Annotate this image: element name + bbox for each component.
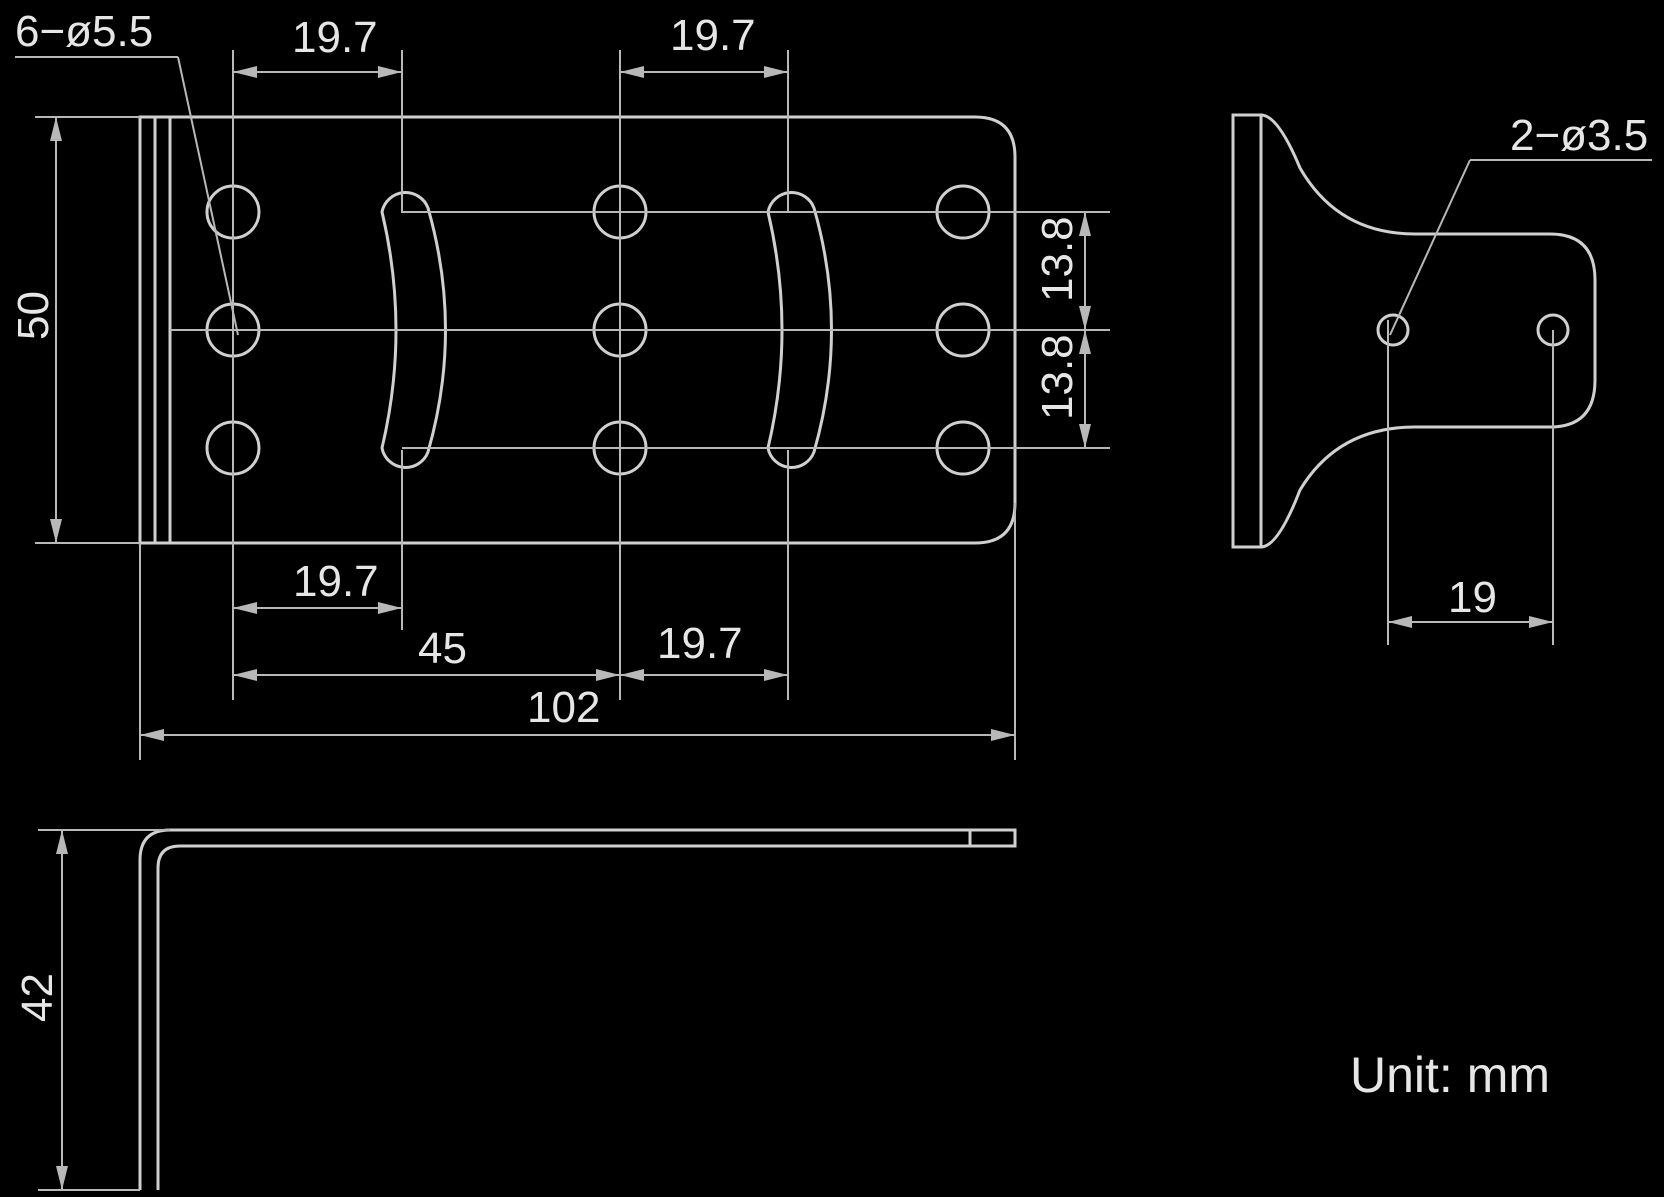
arrow bbox=[620, 66, 644, 78]
arrow bbox=[1079, 306, 1091, 330]
leader-line bbox=[177, 56, 239, 336]
arrow bbox=[764, 66, 788, 78]
label-19: 19 bbox=[1448, 573, 1497, 622]
label-45: 45 bbox=[418, 624, 467, 673]
unit-label: Unit: mm bbox=[1350, 1047, 1550, 1103]
arrow bbox=[1079, 212, 1091, 236]
arrow bbox=[233, 669, 257, 681]
label-lower-left: 19.7 bbox=[293, 557, 379, 606]
label-lower-spacing: 13.8 bbox=[1033, 334, 1082, 420]
label-height: 50 bbox=[9, 291, 58, 340]
arrow bbox=[620, 669, 644, 681]
label-lower-right: 19.7 bbox=[657, 619, 743, 668]
plate-top-view: 6−ø5.5 19.7 19.7 19.7 45 19.7 102 50 13.… bbox=[9, 7, 1110, 760]
bracket-top bbox=[170, 828, 1017, 848]
arrow bbox=[1529, 616, 1553, 628]
label-102: 102 bbox=[527, 683, 600, 732]
arrow bbox=[1079, 330, 1091, 354]
arrow bbox=[378, 66, 402, 78]
label-holes-small: 2−ø3.5 bbox=[1510, 111, 1648, 160]
label-42: 42 bbox=[13, 973, 62, 1022]
arrow bbox=[140, 729, 164, 741]
side-view: 2−ø3.5 19 bbox=[1231, 111, 1652, 645]
label-top-right: 19.7 bbox=[670, 11, 756, 60]
arrow bbox=[56, 830, 68, 854]
arrow bbox=[233, 602, 257, 614]
arrow bbox=[233, 66, 257, 78]
front-view: 42 bbox=[13, 828, 1017, 1191]
arrow bbox=[378, 602, 402, 614]
label-top-left: 19.7 bbox=[292, 13, 378, 62]
leader-line bbox=[1389, 159, 1471, 336]
arrow bbox=[1388, 616, 1412, 628]
arrow bbox=[56, 1166, 68, 1190]
small-hole bbox=[1376, 313, 1410, 347]
label-holes-large: 6−ø5.5 bbox=[15, 7, 153, 56]
bracket-inner bbox=[156, 844, 970, 1190]
side-flange bbox=[1231, 113, 1263, 549]
arrow bbox=[1079, 424, 1091, 448]
arrow bbox=[50, 117, 62, 141]
arrow bbox=[596, 669, 620, 681]
arrow bbox=[50, 519, 62, 543]
label-upper-spacing: 13.8 bbox=[1033, 216, 1082, 302]
arrow bbox=[764, 669, 788, 681]
arc-slot-right bbox=[766, 191, 833, 469]
arrow bbox=[991, 729, 1015, 741]
arc-slot-left bbox=[380, 191, 447, 469]
side-profile bbox=[1260, 113, 1597, 549]
